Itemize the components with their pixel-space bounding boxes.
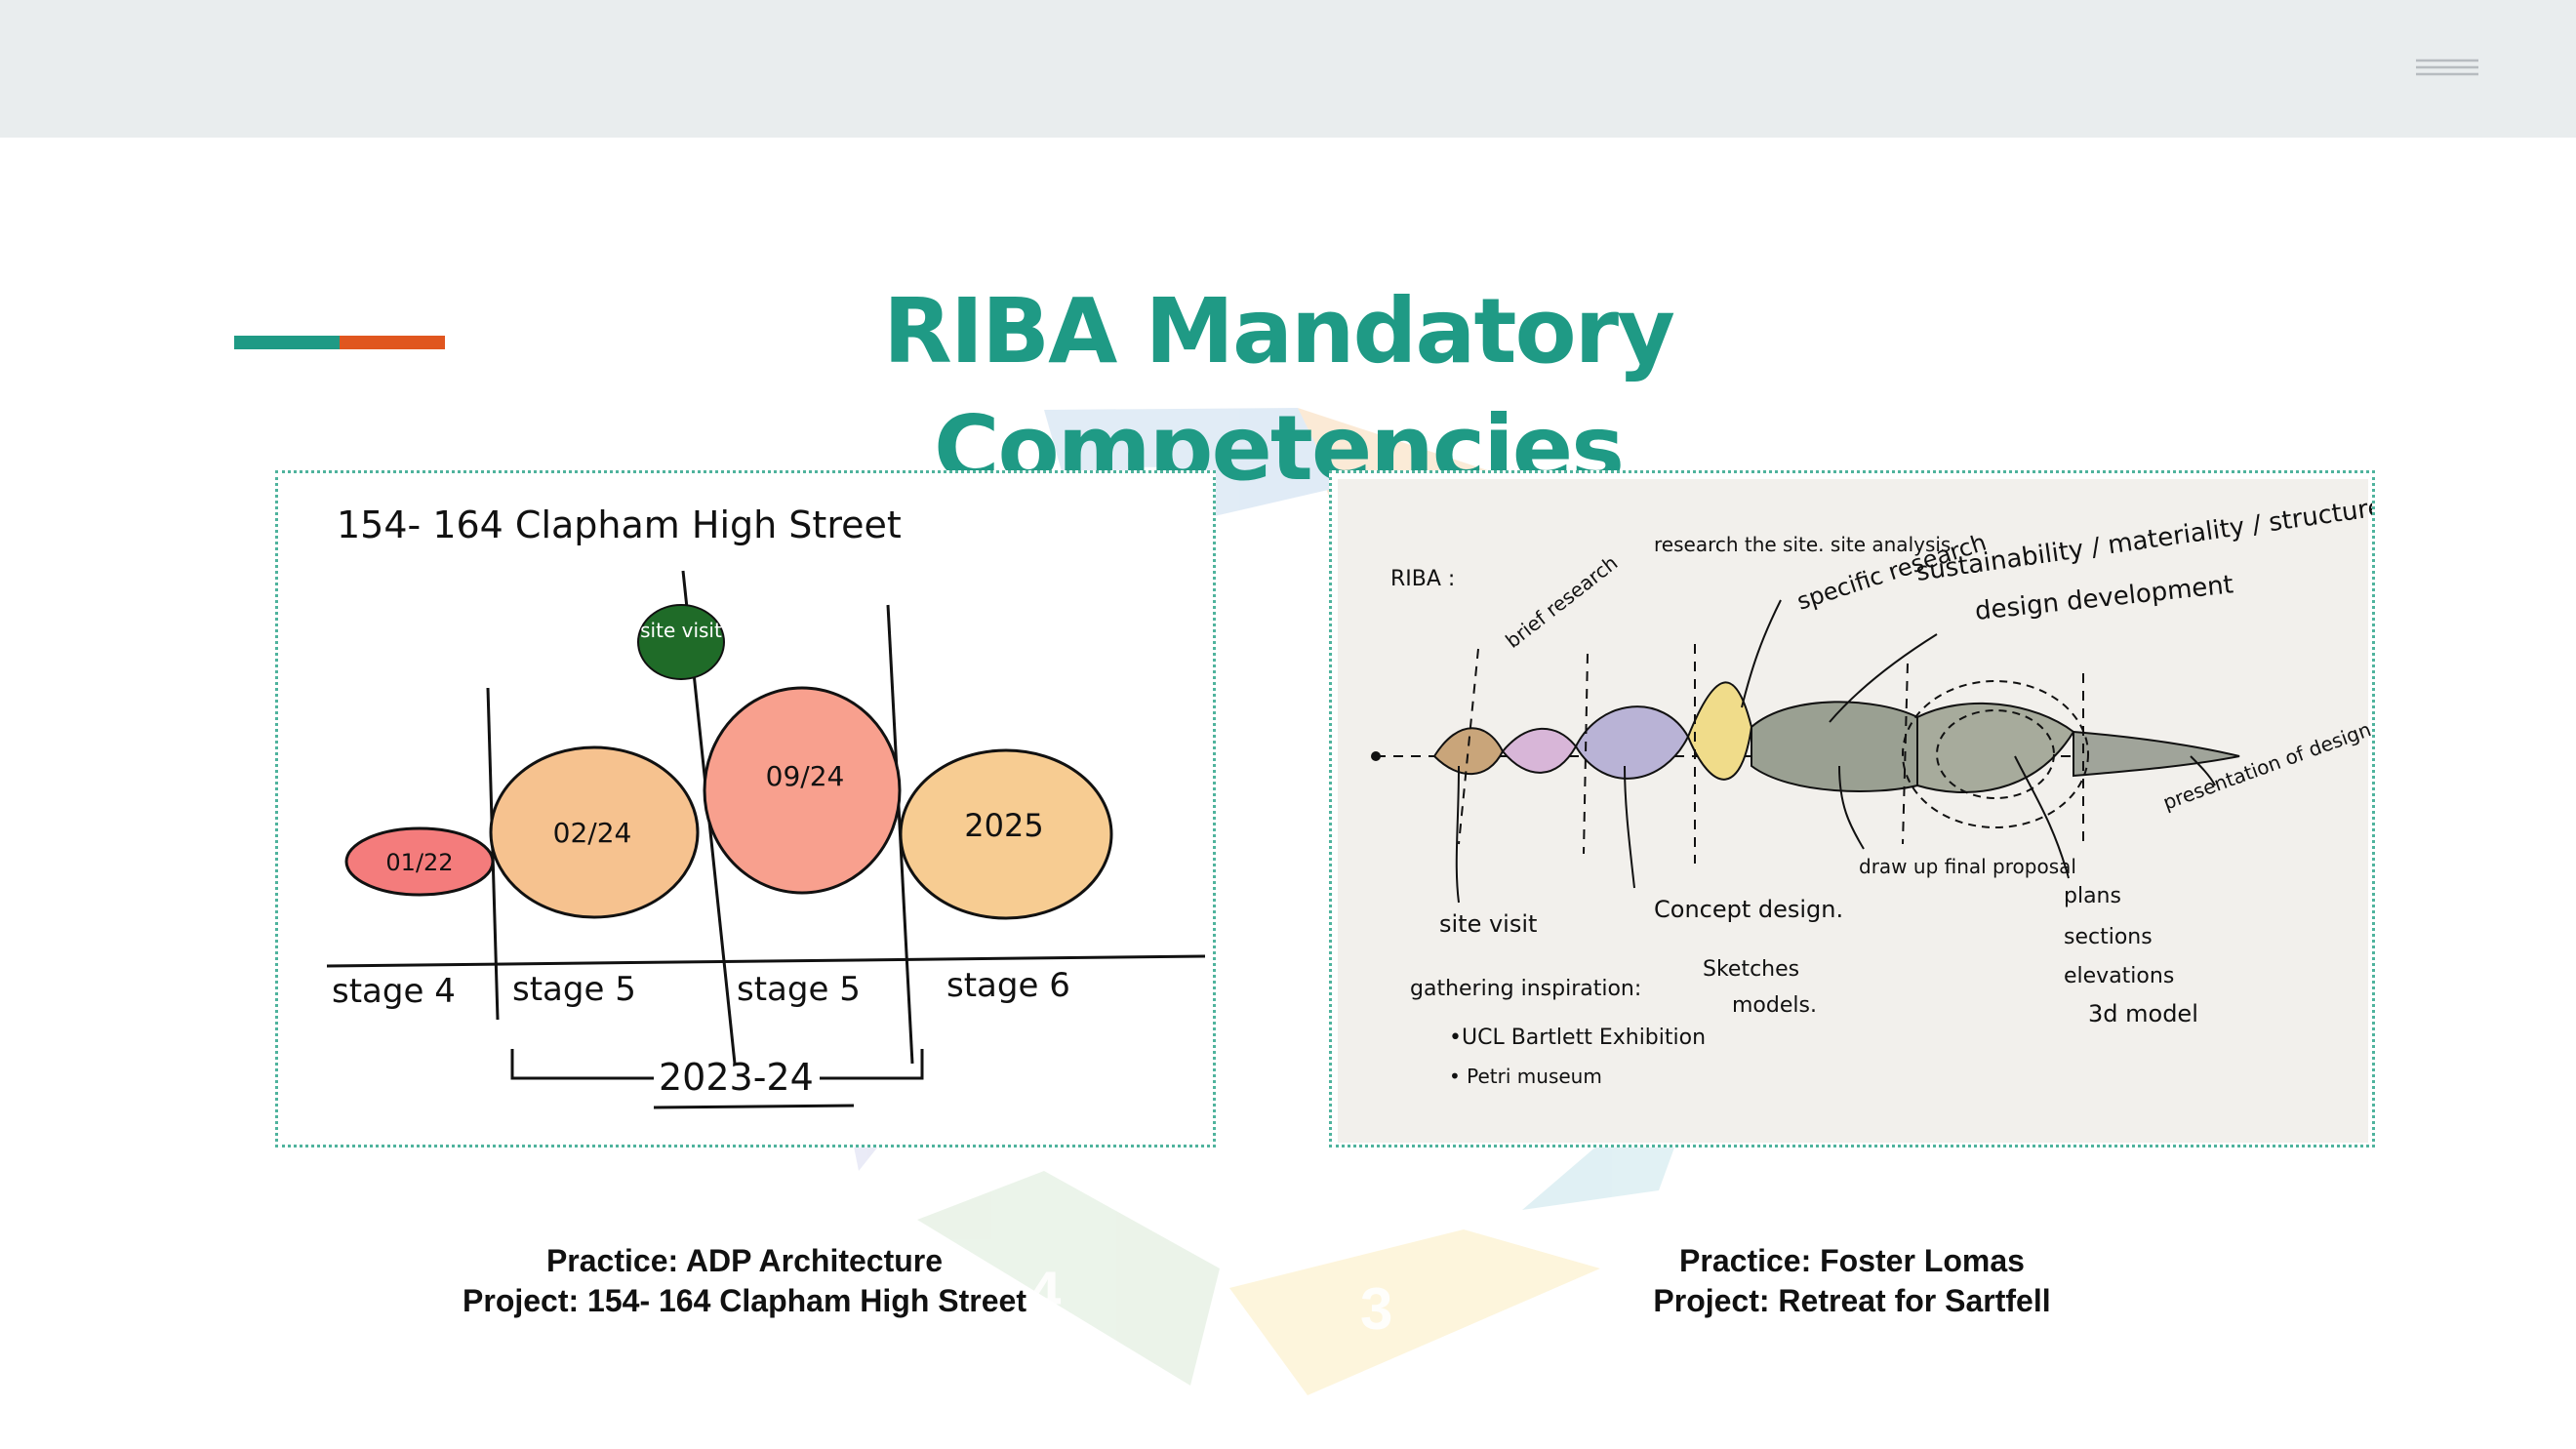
label-concept-design: Concept design. [1654,896,1843,923]
label-design-development: design development [1974,570,2235,626]
stage-label-4: stage 6 [946,966,1070,1005]
label-petri-museum: • Petri museum [1449,1065,1602,1088]
left-caption: Practice: ADP Architecture Project: 154-… [257,1241,1232,1321]
label-ucl-bartlett: •UCL Bartlett Exhibition [1449,1026,1706,1050]
hamburger-menu-icon[interactable] [2414,55,2480,86]
wheel-number-3: 3 [1360,1276,1392,1342]
riba-label: RIBA : [1390,567,1455,591]
label-plans: plans [2064,884,2121,908]
label-draw-up-final-proposal: draw up final proposal [1859,855,2076,878]
left-sketch-panel: 154- 164 Clapham High Street site visit … [275,470,1216,1147]
bubble-09-24 [703,686,902,895]
bubble-02-24 [489,745,700,919]
right-project-text: Project: Retreat for Sartfell [1653,1283,2051,1318]
sketch-title: 154- 164 Clapham High Street [337,503,902,546]
shape-proposal [1916,702,2075,793]
shape-research [1686,681,1753,781]
sketch-paper [1338,479,2368,1143]
label-elevations: elevations [2064,964,2174,988]
bubble-label-2: 02/24 [553,817,632,849]
top-bar [0,0,2576,138]
bubble-label-3: 09/24 [766,760,845,792]
process-sketch: RIBA : brief research research the site.… [1371,492,2372,1088]
label-brief-research: brief research [1501,551,1622,653]
label-3d-model: 3d model [2088,1000,2198,1027]
bubble-2025 [899,748,1113,920]
bubble-label-4: 2025 [964,807,1043,844]
right-practice-text: Practice: Foster Lomas [1679,1243,2025,1278]
right-caption: Practice: Foster Lomas Project: Retreat … [1364,1241,2340,1321]
shape-concept [1574,705,1690,780]
label-gathering-inspiration: gathering inspiration: [1410,977,1641,1001]
stage-label-1: stage 4 [332,972,456,1011]
label-sections: sections [2064,925,2153,949]
timeline-sketch: 154- 164 Clapham High Street site visit … [326,503,1206,1109]
shape-brief [1432,727,1505,776]
title-accent-line [234,336,445,349]
site-visit-bubble [637,604,725,680]
label-site-visit: site visit [1439,910,1537,938]
bubble-label-1: 01/22 [385,849,453,876]
stage-label-3: stage 5 [737,970,861,1009]
site-visit-label: site visit [640,619,722,642]
wheel-number-4: 4 [1028,1260,1062,1325]
bubble-01-22 [344,826,495,897]
label-site-analysis: research the site. site analysis [1654,533,1951,556]
label-models: models. [1732,993,1817,1018]
shape-presentation [2073,730,2240,778]
left-practice-text: Practice: ADP Architecture [545,1243,944,1278]
period-label: 2023-24 [659,1056,814,1099]
right-sketch-panel: RIBA : brief research research the site.… [1329,470,2375,1147]
label-sketches: Sketches [1703,957,1799,982]
stage-label-2: stage 5 [512,970,636,1009]
left-project-text: Project: 154- 164 Clapham High Street [463,1283,1026,1318]
shape-site [1501,727,1578,774]
